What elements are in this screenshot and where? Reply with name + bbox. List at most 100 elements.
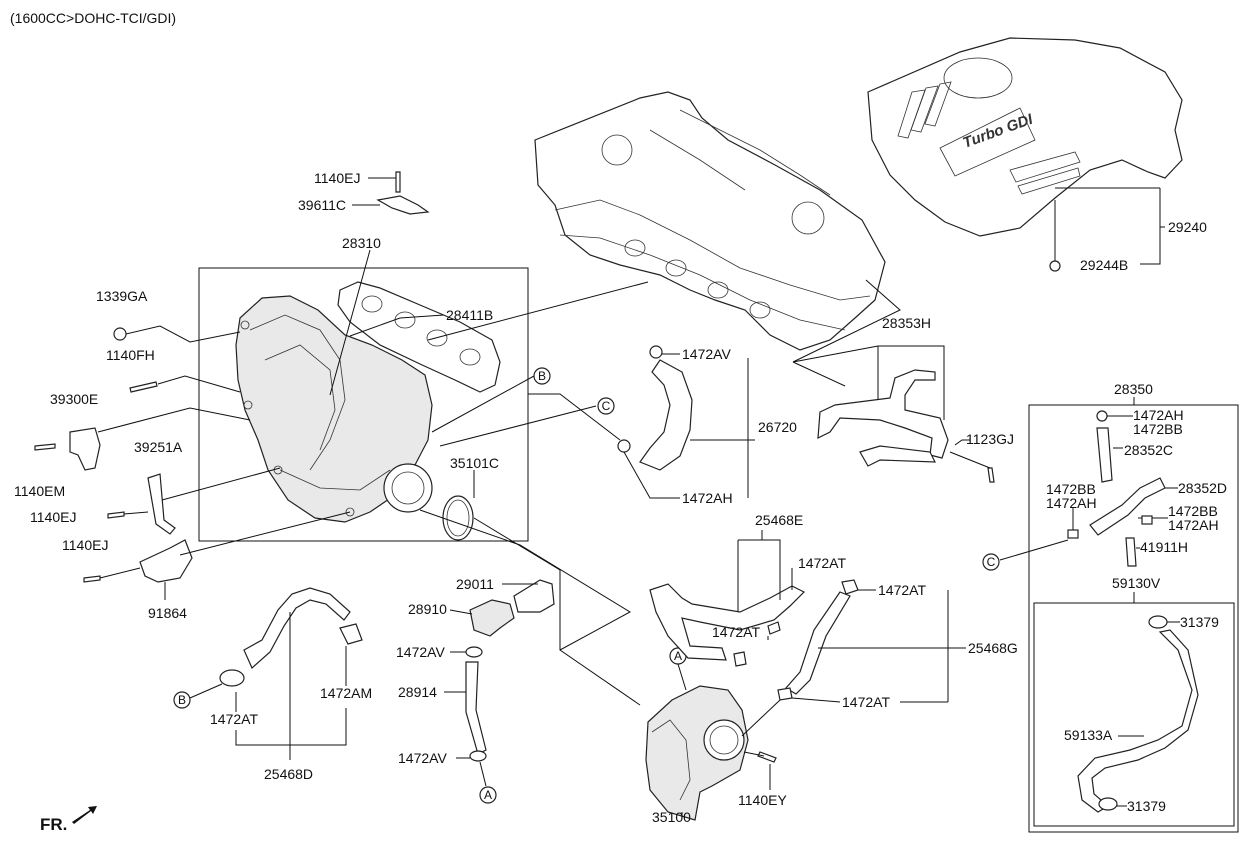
label-29244B: 29244B	[1080, 257, 1128, 273]
label-1472BB-left: 1472BB	[1046, 481, 1096, 497]
svg-text:A: A	[484, 788, 492, 802]
clamp-1472at-c[interactable]	[777, 687, 793, 701]
label-1472AH-right: 1472AH	[1168, 517, 1219, 533]
label-28352C: 28352C	[1124, 442, 1173, 458]
label-25468E: 25468E	[755, 512, 803, 528]
clamp-31379-top[interactable]	[1148, 615, 1168, 629]
throttle-body-35100[interactable]	[645, 685, 749, 821]
label-31379-top: 31379	[1180, 614, 1219, 630]
label-1472AH-28350: 1472AH	[1133, 407, 1184, 423]
cover-nut[interactable]	[1049, 260, 1061, 272]
bolt-1140em[interactable]	[34, 443, 56, 451]
clamp-1472ah-top[interactable]	[1096, 410, 1108, 422]
label-1472AT-top: 1472AT	[798, 555, 846, 571]
vacuum-hose-subgroup-box	[1033, 602, 1235, 827]
clamp-1472av-a[interactable]	[465, 646, 483, 658]
label-29011: 29011	[456, 576, 494, 592]
label-1472AM: 1472AM	[320, 685, 372, 701]
svg-text:C: C	[987, 555, 996, 569]
label-35101C: 35101C	[450, 455, 499, 471]
manifold-group-box	[198, 267, 529, 542]
label-26720: 26720	[758, 419, 797, 435]
label-1140FH: 1140FH	[106, 347, 155, 363]
nut-1339ga[interactable]	[113, 327, 127, 341]
label-1339GA: 1339GA	[96, 288, 148, 304]
clamp-right[interactable]	[1141, 515, 1153, 525]
label-28310: 28310	[342, 235, 381, 251]
hose-59133a[interactable]	[1077, 629, 1199, 813]
label-39611C: 39611C	[298, 197, 346, 213]
clamp-1472av-b[interactable]	[469, 750, 487, 762]
label-1140EJ-mid: 1140EJ	[30, 509, 76, 525]
clamp-1472at-a[interactable]	[767, 621, 781, 635]
sensor-39300e[interactable]	[69, 427, 101, 471]
bracket-39611c[interactable]	[376, 195, 430, 215]
ref-b-top[interactable]: B	[533, 367, 551, 385]
label-28910: 28910	[408, 601, 447, 617]
label-28353H: 28353H	[882, 315, 931, 331]
hose-28914[interactable]	[465, 661, 487, 755]
bolt-1123gj[interactable]	[987, 467, 995, 483]
label-1472AT-right: 1472AT	[878, 582, 926, 598]
pipe-28353h[interactable]	[817, 369, 949, 467]
front-arrow-icon	[72, 806, 97, 824]
harness-bracket-91864[interactable]	[139, 539, 193, 583]
label-1140EY: 1140EY	[738, 792, 787, 808]
label-28350: 28350	[1114, 381, 1153, 397]
label-25468G: 25468G	[968, 640, 1018, 656]
bolt-1140ej-low[interactable]	[83, 575, 101, 583]
label-1472AV-top: 1472AV	[682, 346, 731, 362]
svg-text:B: B	[178, 693, 186, 707]
svg-text:A: A	[674, 649, 682, 663]
bracket-39251a[interactable]	[147, 473, 176, 535]
label-1140EJ-top: 1140EJ	[314, 170, 360, 186]
label-31379-bottom: 31379	[1127, 798, 1166, 814]
label-29240: 29240	[1168, 219, 1207, 235]
hose-28352c[interactable]	[1096, 427, 1113, 483]
label-28411B: 28411B	[446, 307, 493, 323]
label-28352D: 28352D	[1178, 480, 1227, 496]
hose-28352d[interactable]	[1089, 477, 1166, 536]
manifold-gasket[interactable]	[337, 281, 501, 393]
pcv-hose-26720[interactable]	[617, 345, 693, 471]
hose-25468d[interactable]	[219, 587, 363, 687]
intake-manifold[interactable]	[235, 295, 433, 523]
hose-25468e[interactable]	[649, 583, 806, 661]
label-1472AH-mid: 1472AH	[682, 490, 733, 506]
label-1472AT-left: 1472AT	[210, 711, 258, 727]
hose-25468g[interactable]	[785, 579, 859, 695]
bolt-1140ej-mid[interactable]	[107, 511, 125, 519]
cylinder-head[interactable]	[534, 91, 886, 351]
ref-a-purge[interactable]: A	[479, 786, 497, 804]
label-1140EM: 1140EM	[14, 483, 65, 499]
purge-valve-28910[interactable]	[469, 579, 555, 637]
label-39300E: 39300E	[50, 391, 98, 407]
ref-c-right[interactable]: C	[982, 553, 1000, 571]
bolt-1140ey[interactable]	[757, 751, 777, 763]
label-1472AT-low: 1472AT	[842, 694, 890, 710]
clamp-left[interactable]	[1067, 529, 1079, 539]
throttle-o-ring[interactable]	[442, 495, 474, 541]
ref-c-top[interactable]: C	[597, 397, 615, 415]
label-39251A: 39251A	[134, 439, 183, 455]
label-59130V: 59130V	[1112, 575, 1161, 591]
svg-text:C: C	[602, 399, 611, 413]
label-25468D: 25468D	[264, 766, 313, 782]
label-1140EJ-low: 1140EJ	[62, 537, 108, 553]
clamp-31379-bottom[interactable]	[1098, 797, 1118, 811]
front-direction-label: FR.	[40, 815, 67, 834]
clamp-1472at-b[interactable]	[733, 651, 747, 667]
label-1472BB-right: 1472BB	[1168, 503, 1218, 519]
ref-b-left[interactable]: B	[173, 691, 191, 709]
label-41911H: 41911H	[1140, 539, 1188, 555]
valve-41911h[interactable]	[1125, 537, 1137, 567]
svg-text:B: B	[538, 369, 546, 383]
label-1123GJ: 1123GJ	[966, 431, 1014, 447]
label-59133A: 59133A	[1064, 727, 1113, 743]
bolt-1140fh[interactable]	[129, 381, 158, 393]
bolt-1140ej-top[interactable]	[395, 171, 401, 193]
label-1472AV-low: 1472AV	[398, 750, 447, 766]
label-35100: 35100	[652, 809, 691, 825]
engine-cover[interactable]: Turbo GDI	[867, 37, 1183, 237]
